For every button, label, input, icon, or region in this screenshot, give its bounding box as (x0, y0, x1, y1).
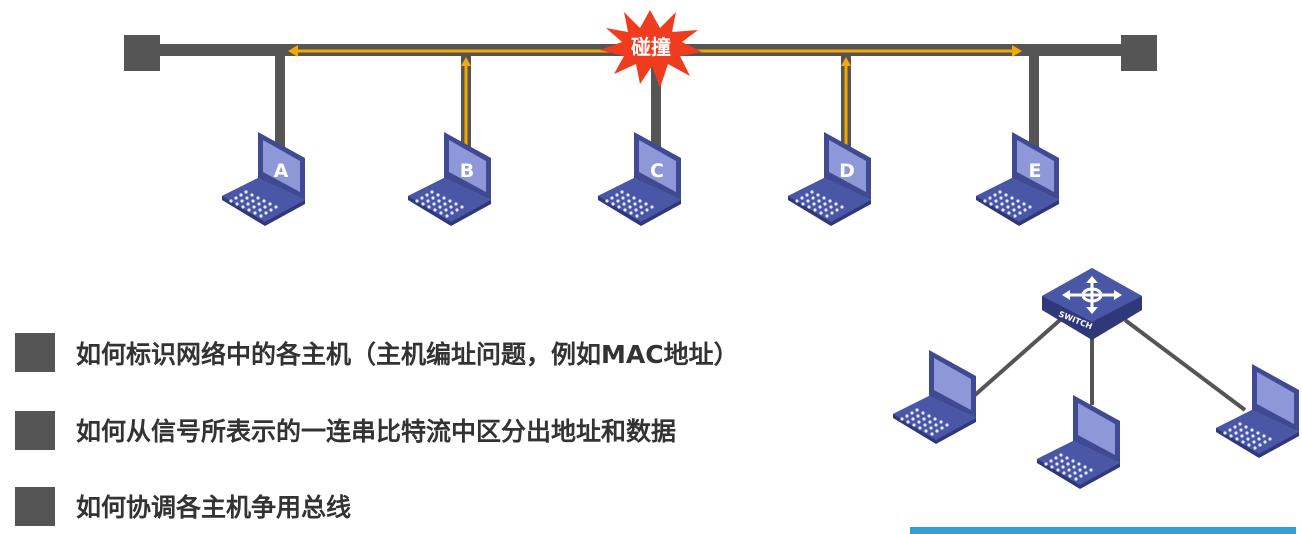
bullet-text-framing: 如何从信号所表示的一连串比特流中区分出地址和数据 (76, 417, 677, 446)
bullet-text-addressing: 如何标识网络中的各主机（主机编址问题，例如MAC地址） (76, 340, 739, 369)
accent-bar (910, 527, 1296, 534)
host-label: C (650, 160, 664, 182)
switch-laptop-right (1216, 364, 1299, 458)
bullet-marker (15, 487, 55, 526)
collision-label: 碰撞 (631, 35, 671, 59)
host-label: E (1029, 160, 1042, 182)
host-d: D (788, 132, 871, 226)
host-c: C (598, 132, 681, 226)
host-e: E (976, 132, 1059, 226)
switch-laptop-left (893, 350, 976, 444)
switch-icon: SWITCH (1042, 268, 1142, 340)
bullet-text-bus-contention: 如何协调各主机争用总线 (76, 493, 352, 522)
host-a: A (222, 132, 305, 226)
host-b: B (408, 132, 491, 226)
host-label: B (460, 160, 474, 182)
host-label: D (839, 160, 855, 182)
terminator-left (124, 35, 160, 71)
bullet-marker (15, 333, 55, 372)
switch-laptop-middle (1037, 395, 1120, 489)
collision-burst: 碰撞 (600, 10, 702, 88)
host-label: A (274, 160, 289, 182)
bullet-marker (15, 411, 55, 450)
switch-links (973, 318, 1247, 412)
terminator-right (1121, 35, 1157, 71)
